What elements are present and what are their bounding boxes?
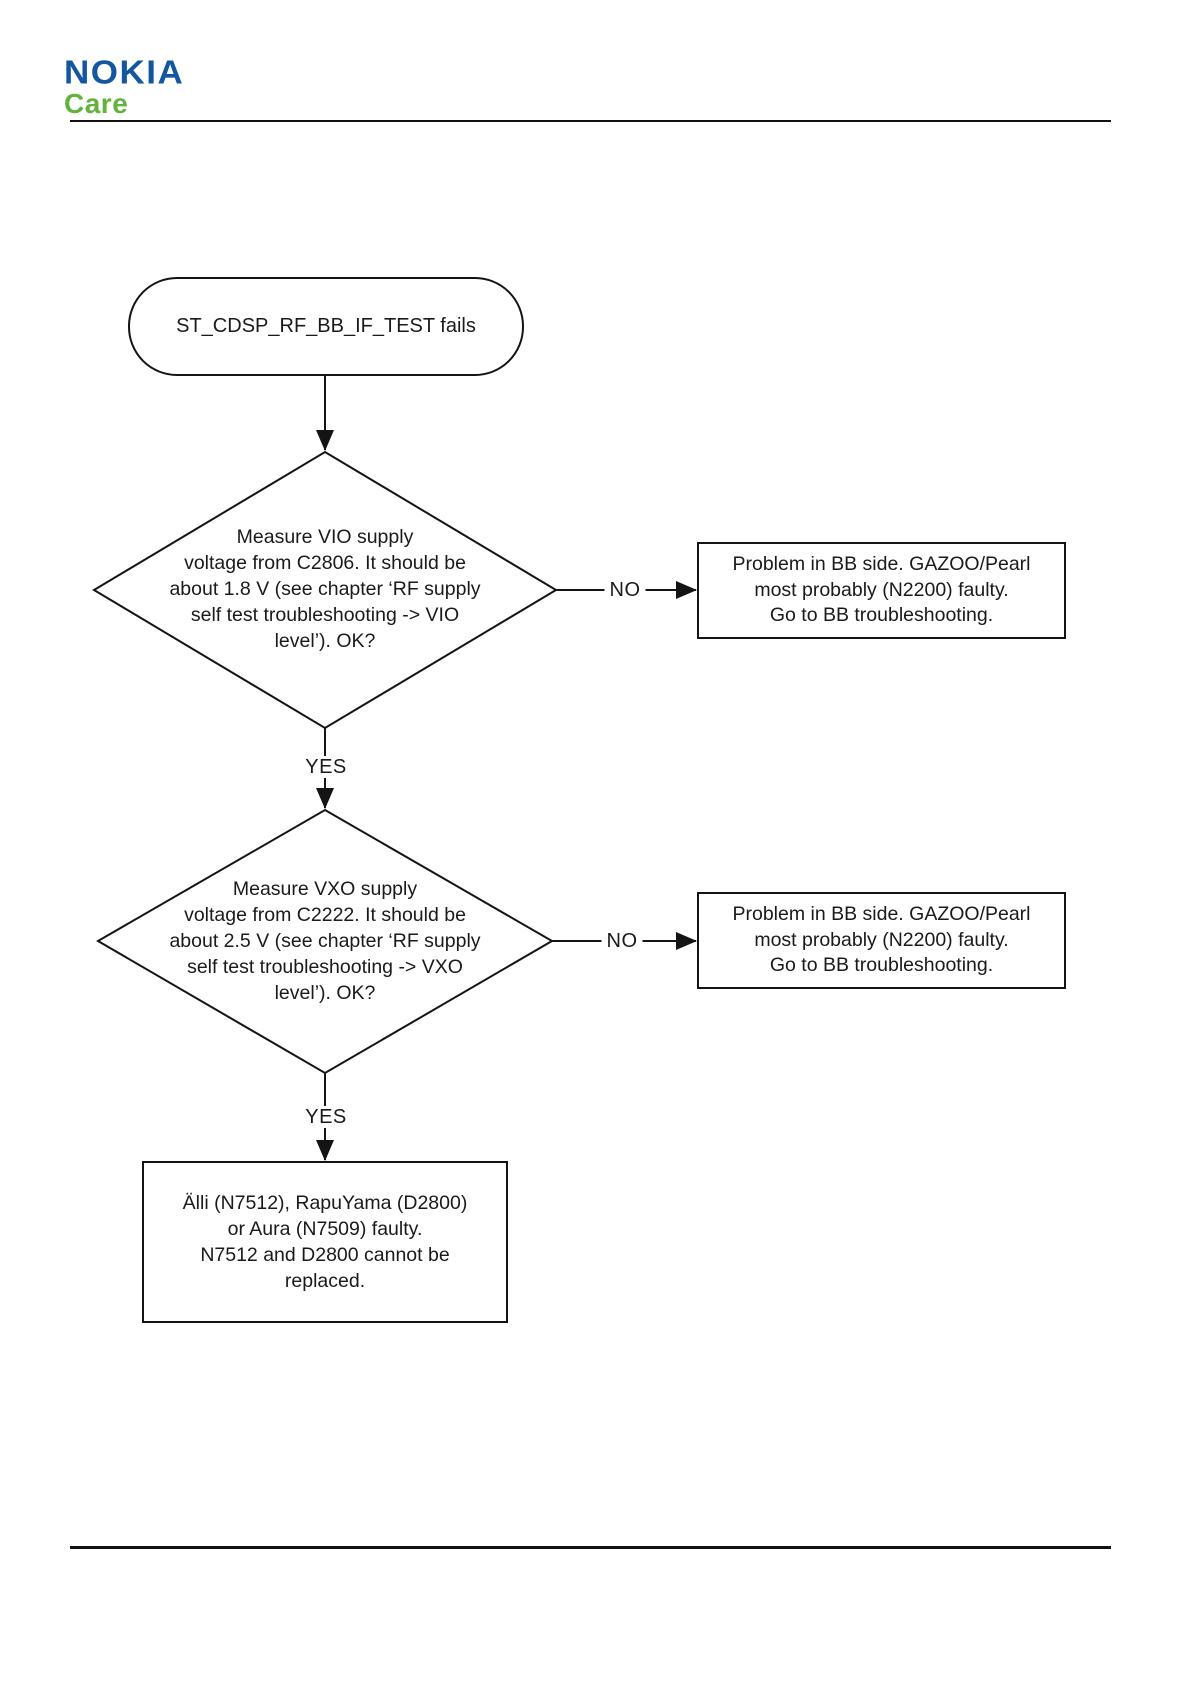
nokia-care-logo: NOKIA Care — [64, 56, 184, 118]
no-box2-shape — [697, 892, 1066, 989]
no-box2-text: Problem in BB side. GAZOO/Pearl most pro… — [732, 903, 1031, 977]
decision2-diamond-shape — [96, 808, 554, 1075]
header-rule — [70, 120, 1111, 122]
decision2-yes-label: YES — [300, 1106, 352, 1128]
start-terminator-label: ST_CDSP_RF_BB_IF_TEST fails — [176, 315, 476, 337]
decision2-text: Measure VXO supply voltage from C2222. I… — [169, 878, 481, 1004]
footer-rule — [70, 1546, 1111, 1549]
decision1-yes-label: YES — [300, 756, 352, 778]
start-terminator-shape — [128, 277, 524, 376]
nokia-wordmark: NOKIA — [64, 54, 185, 92]
end-box-text: Älli (N7512), RapuYama (D2800) or Aura (… — [182, 1192, 468, 1292]
decision1-diamond-shape — [92, 450, 558, 730]
end-box-shape — [142, 1161, 508, 1323]
decision2-no-label: NO — [601, 930, 643, 952]
care-wordmark: Care — [64, 88, 129, 119]
no-box1-text: Problem in BB side. GAZOO/Pearl most pro… — [732, 553, 1031, 627]
no-box1-shape — [697, 542, 1066, 639]
decision1-text: Measure VIO supply voltage from C2806. I… — [169, 526, 481, 652]
decision1-no-label: NO — [604, 579, 646, 601]
